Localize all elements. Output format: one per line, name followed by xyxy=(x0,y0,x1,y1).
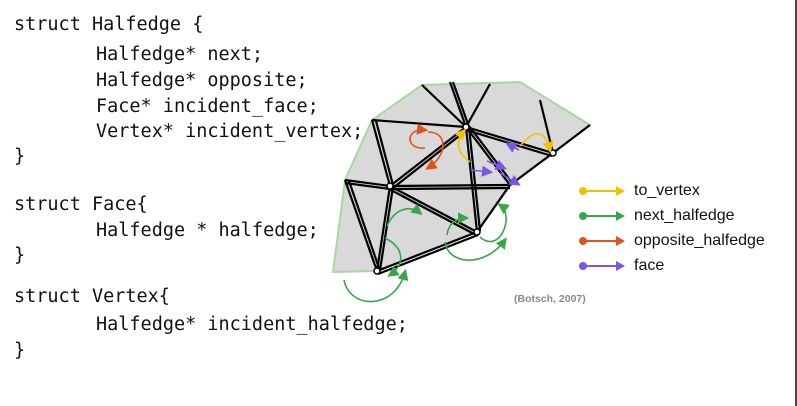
orange-arrow-icon xyxy=(579,235,625,246)
next-arrow-4 xyxy=(479,203,510,243)
face-halfedge-field: Halfedge * halfedge; xyxy=(96,220,319,241)
purple-arrow-icon xyxy=(579,260,625,271)
vertex-struct-close: } xyxy=(14,340,26,361)
opposite-arrow-1 xyxy=(409,123,429,149)
legend-label-next-halfedge: next_halfedge xyxy=(634,206,735,224)
face-arrow-3 xyxy=(499,172,521,186)
legend: to_vertex next_halfedge opposite_halfedg… xyxy=(578,178,765,278)
scrollbar[interactable] xyxy=(795,0,797,406)
legend-item-face: face xyxy=(578,253,765,278)
halfedge-struct-header: struct Halfedge { xyxy=(14,14,204,35)
vertex-halfedge-field: Halfedge* incident_halfedge; xyxy=(96,314,408,335)
next-arrow-3 xyxy=(446,212,470,236)
next-arrow-6 xyxy=(343,268,409,303)
halfedge-mesh-diagram xyxy=(331,80,592,303)
face-arrow-4 xyxy=(505,142,520,153)
legend-item-to-vertex: to_vertex xyxy=(578,178,765,203)
halfedge-struct-close: } xyxy=(14,146,26,167)
face-struct-close: } xyxy=(14,245,26,266)
pointer-arrows xyxy=(343,123,554,303)
halfedge-face-field: Face* incident_face; xyxy=(96,96,319,117)
legend-label-opposite-halfedge: opposite_halfedge xyxy=(634,231,765,249)
vertex-struct-header: struct Vertex{ xyxy=(14,286,170,307)
legend-label-face: face xyxy=(634,256,665,274)
face-struct-header: struct Face{ xyxy=(14,194,148,215)
legend-item-next-halfedge: next_halfedge xyxy=(578,203,765,228)
legend-label-to-vertex: to_vertex xyxy=(634,181,700,199)
next-arrow-5 xyxy=(444,237,507,261)
opposite-arrow-2 xyxy=(425,131,444,170)
to-vertex-arrow-2 xyxy=(519,132,554,154)
halfedge-next-field: Halfedge* next; xyxy=(96,44,264,65)
next-arrow-2 xyxy=(384,237,402,277)
halfedge-opposite-field: Halfedge* opposite; xyxy=(96,70,308,91)
next-arrow-1 xyxy=(386,203,423,227)
to-vertex-arrow-1 xyxy=(454,128,471,163)
legend-item-opposite-halfedge: opposite_halfedge xyxy=(578,228,765,253)
yellow-arrow-icon xyxy=(579,185,625,196)
face-arrow-1 xyxy=(470,165,494,177)
face-arrow-2 xyxy=(486,159,507,171)
image-credit: (Botsch, 2007) xyxy=(514,293,586,305)
green-arrow-icon xyxy=(579,210,625,221)
halfedge-vertex-field: Vertex* incident_vertex; xyxy=(96,121,364,142)
